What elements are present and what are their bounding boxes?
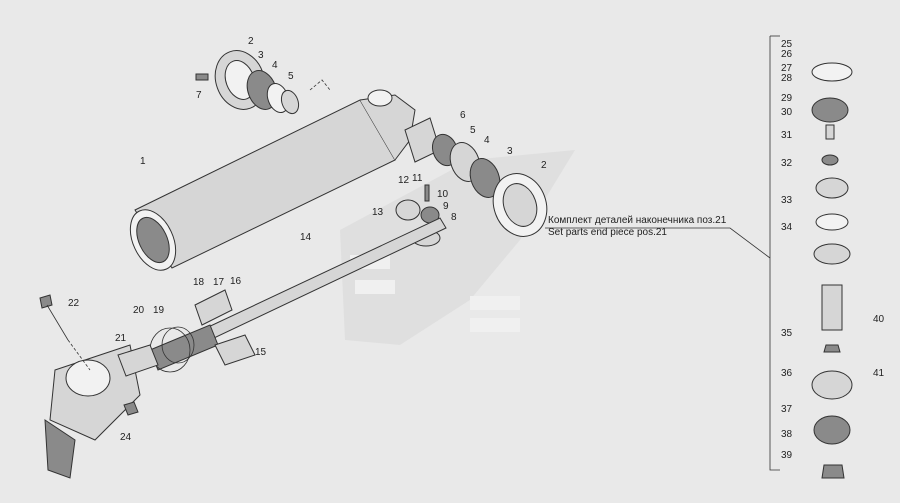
callout-5a: 5 bbox=[288, 71, 294, 82]
callout-33: 33 bbox=[781, 195, 793, 206]
kit-caption-ru: Комплект деталей наконечника поз.21 bbox=[548, 215, 727, 226]
callout-3a: 3 bbox=[258, 50, 264, 61]
kit-caption-en: Set parts end piece pos.21 bbox=[548, 227, 667, 238]
callout-16: 16 bbox=[230, 276, 242, 287]
callout-18: 18 bbox=[193, 277, 205, 288]
callout-20: 20 bbox=[133, 305, 145, 316]
callout-37: 37 bbox=[781, 404, 793, 415]
callout-22: 22 bbox=[68, 298, 80, 309]
callout-11: 11 bbox=[412, 173, 423, 184]
callout-4a: 4 bbox=[272, 60, 278, 71]
callout-13: 13 bbox=[372, 207, 384, 218]
bolt-and-nut bbox=[39, 294, 139, 416]
callout-35: 35 bbox=[781, 328, 793, 339]
callout-25: 25 bbox=[781, 39, 793, 50]
upper-seal-set bbox=[195, 50, 331, 115]
callout-41: 41 bbox=[873, 368, 885, 379]
callout-10: 10 bbox=[437, 189, 449, 200]
callout-15: 15 bbox=[255, 347, 267, 358]
callout-9: 9 bbox=[443, 201, 449, 212]
callout-2a: 2 bbox=[248, 36, 254, 47]
callout-40: 40 bbox=[873, 314, 885, 325]
callout-32: 32 bbox=[781, 158, 793, 169]
callout-14: 14 bbox=[300, 232, 312, 243]
kit-leader-line bbox=[545, 227, 771, 259]
callout-34: 34 bbox=[781, 222, 793, 233]
callout-5b: 5 bbox=[470, 125, 476, 136]
callout-28: 28 bbox=[781, 73, 793, 84]
callout-39: 39 bbox=[781, 450, 793, 461]
callout-36: 36 bbox=[781, 368, 793, 379]
callout-29: 29 bbox=[781, 93, 793, 104]
watermark-logo bbox=[340, 150, 575, 345]
callout-3b: 3 bbox=[507, 146, 513, 157]
callout-17: 17 bbox=[213, 277, 225, 288]
callout-27: 27 bbox=[781, 63, 793, 74]
callout-2b: 2 bbox=[541, 160, 547, 171]
callout-8: 8 bbox=[451, 212, 457, 223]
callout-21: 21 bbox=[115, 333, 127, 344]
callout-19: 19 bbox=[153, 305, 165, 316]
callout-26: 26 bbox=[781, 49, 793, 60]
callout-labels: 1 2 3 4 5 7 6 5 4 3 2 12 11 10 9 8 13 14… bbox=[68, 36, 885, 461]
callout-24: 24 bbox=[120, 432, 132, 443]
callout-38: 38 bbox=[781, 429, 793, 440]
end-piece-kit-column bbox=[769, 35, 853, 479]
callout-7: 7 bbox=[196, 90, 202, 101]
cylinder-barrel bbox=[129, 89, 416, 271]
end-piece bbox=[44, 344, 159, 479]
callout-6: 6 bbox=[460, 110, 466, 121]
callout-31: 31 bbox=[781, 130, 793, 141]
rod-seal-set bbox=[404, 117, 548, 237]
callout-30: 30 bbox=[781, 107, 793, 118]
callout-12: 12 bbox=[398, 175, 410, 186]
callout-1: 1 bbox=[140, 156, 146, 167]
callout-4b: 4 bbox=[484, 135, 490, 146]
